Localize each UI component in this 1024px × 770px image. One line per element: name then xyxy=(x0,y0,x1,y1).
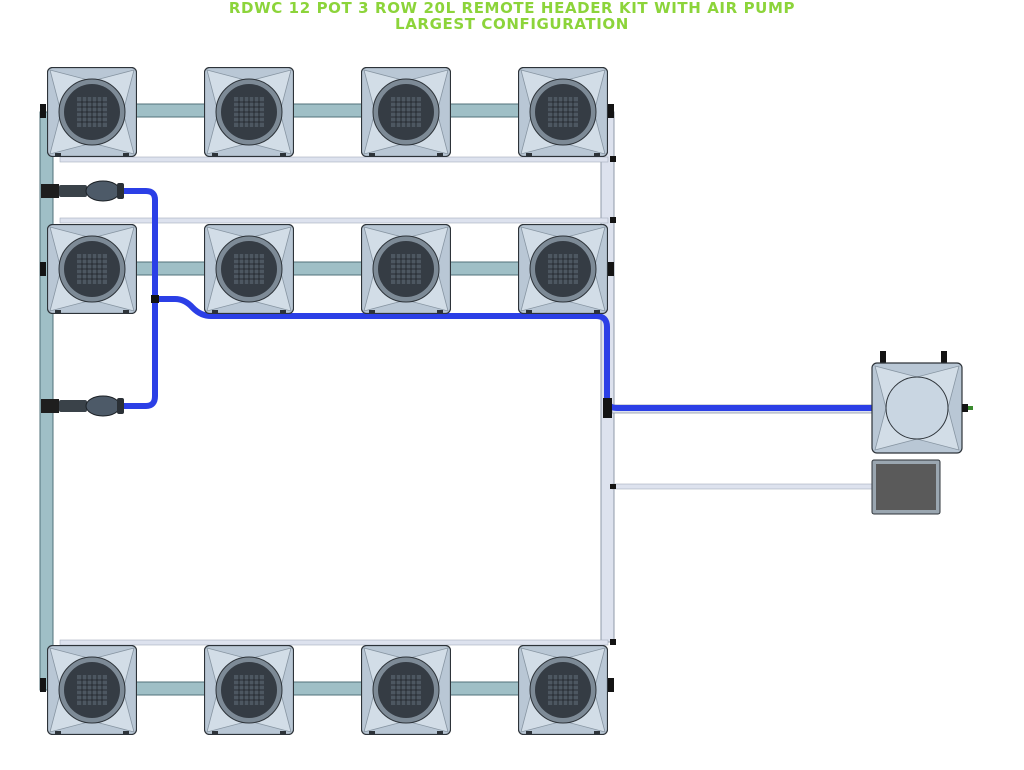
grow-pot-icon xyxy=(361,224,451,314)
diagram-title: RDWC 12 POT 3 ROW 20L REMOTE HEADER KIT … xyxy=(228,0,796,17)
grow-pot-icon xyxy=(204,645,294,735)
air-pump xyxy=(871,459,941,515)
grow-pot-icon xyxy=(47,645,137,735)
return-line-middle xyxy=(59,217,609,224)
return-line-top xyxy=(59,156,609,163)
grow-pot-icon xyxy=(204,67,294,157)
water-pump-top xyxy=(41,180,124,202)
grow-pot-icon xyxy=(361,645,451,735)
grow-pot-icon xyxy=(361,67,451,157)
air-pump-line xyxy=(611,483,875,490)
return-lines xyxy=(59,156,875,646)
diagram-subtitle: LARGEST CONFIGURATION xyxy=(395,15,629,33)
water-pump-icon xyxy=(85,180,121,202)
water-pump-icon xyxy=(85,395,121,417)
grow-pot-icon xyxy=(204,224,294,314)
grow-pot-icon xyxy=(518,645,608,735)
header-tank xyxy=(871,351,973,454)
grow-pot-icon xyxy=(518,224,608,314)
grow-pot-icon xyxy=(47,224,137,314)
title-block: RDWC 12 POT 3 ROW 20L REMOTE HEADER KIT … xyxy=(0,0,1024,32)
grow-pot-icon xyxy=(518,67,608,157)
return-line-bottom xyxy=(59,639,609,646)
grow-pot-icon xyxy=(47,67,137,157)
valve-icon xyxy=(41,184,59,198)
water-pump-bottom xyxy=(41,395,124,417)
grow-pots xyxy=(47,67,608,735)
pipe-fittings xyxy=(40,104,616,692)
valve-icon xyxy=(41,399,59,413)
air-line-clip xyxy=(151,295,159,303)
